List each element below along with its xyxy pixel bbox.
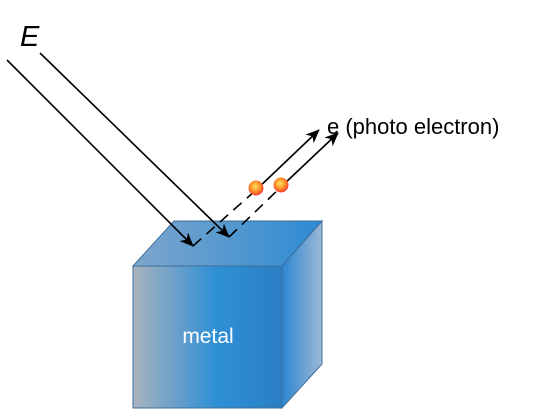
metal-block: metal	[131, 219, 324, 410]
electron-2	[273, 177, 289, 193]
electron-paths	[192, 129, 339, 247]
electron-path-2-dashed	[228, 184, 284, 238]
metal-label: metal	[182, 325, 233, 348]
incident-ray-2	[39, 52, 230, 238]
incident-energy-label: E	[20, 21, 40, 53]
electron-1	[248, 180, 264, 196]
incident-rays	[6, 52, 230, 247]
metal-block-front-face	[132, 265, 283, 409]
photo-electron-label: e (photo electron)	[327, 114, 499, 139]
incident-ray-1	[6, 59, 194, 247]
electron-path-1	[255, 129, 320, 191]
electron-path-2	[282, 132, 339, 186]
electron-path-1-dashed	[192, 189, 257, 247]
